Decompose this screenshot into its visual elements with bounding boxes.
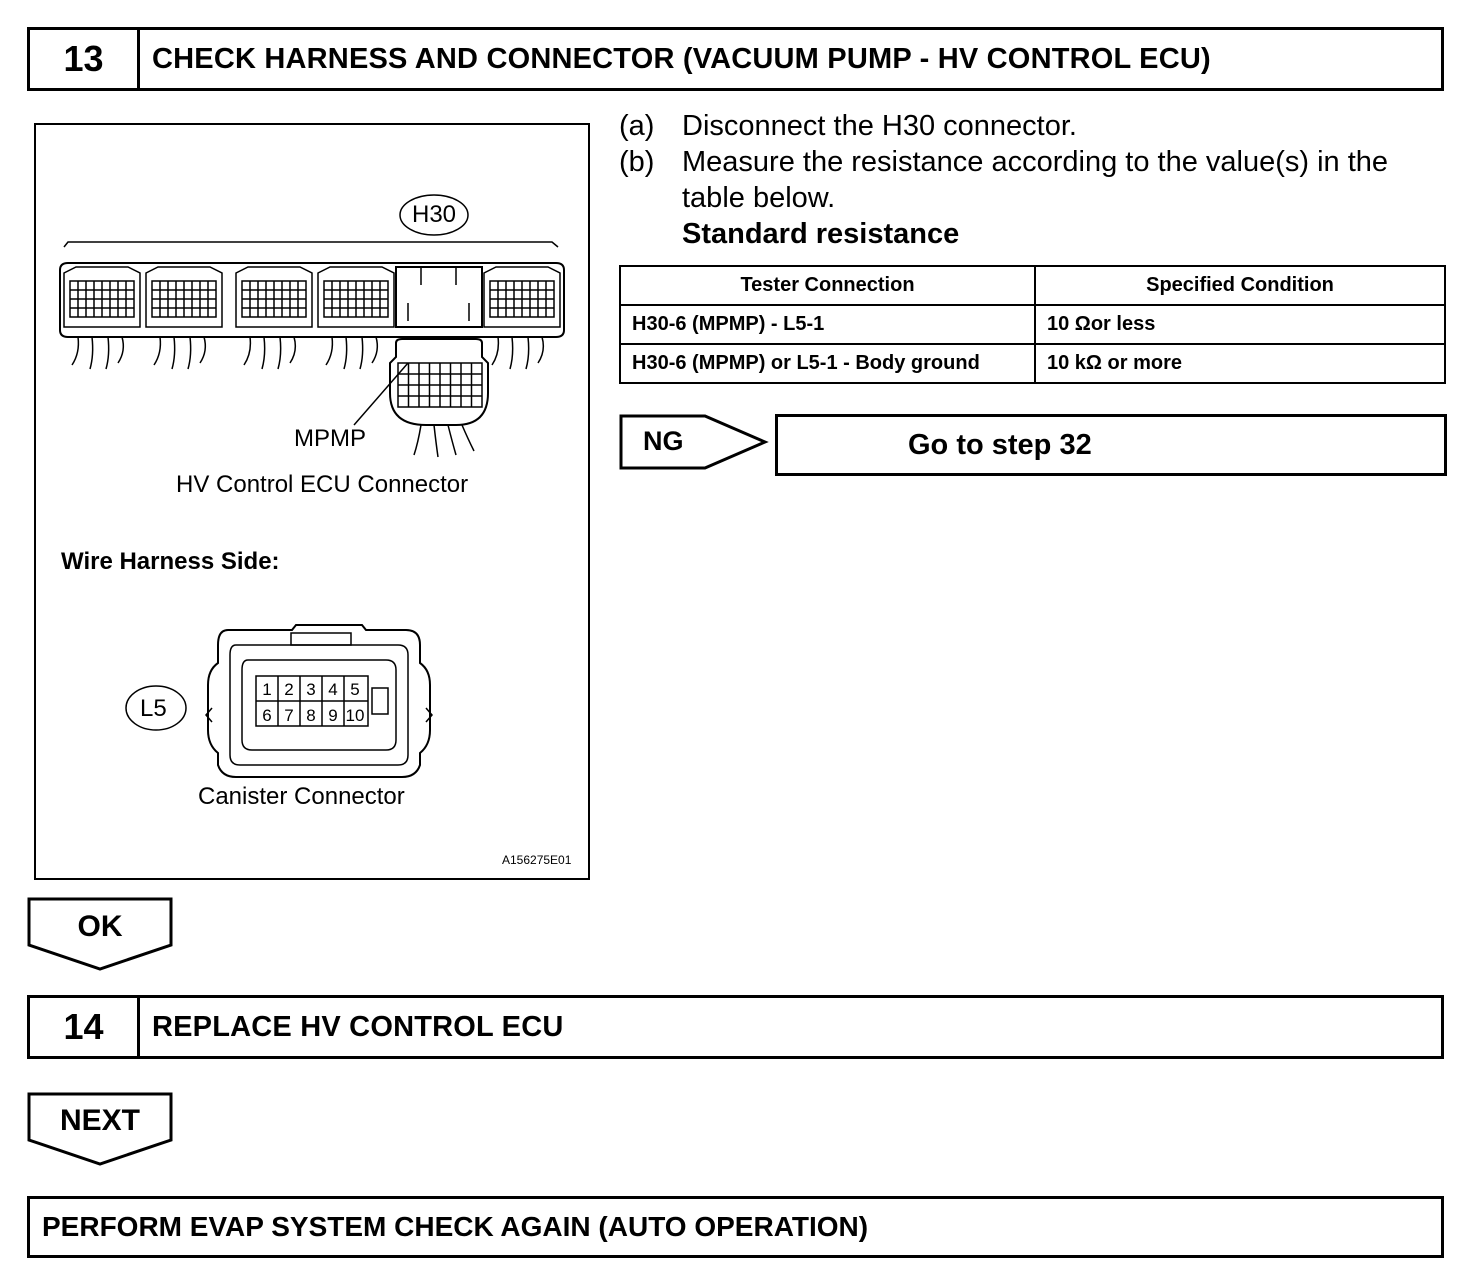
wire-harness-label: Wire Harness Side: bbox=[61, 548, 280, 575]
next-arrow-icon bbox=[27, 1092, 173, 1166]
table-header-row: Tester Connection Specified Condition bbox=[619, 265, 1446, 306]
svg-text:6: 6 bbox=[262, 706, 271, 725]
svg-text:9: 9 bbox=[328, 706, 337, 725]
svg-text:7: 7 bbox=[284, 706, 293, 725]
svg-text:8: 8 bbox=[306, 706, 315, 725]
svg-text:4: 4 bbox=[328, 680, 337, 699]
svg-text:5: 5 bbox=[350, 680, 359, 699]
ng-label: NG bbox=[643, 426, 684, 456]
table-header: Tester Connection bbox=[619, 265, 1036, 306]
l5-label: L5 bbox=[140, 695, 167, 722]
svg-text:10: 10 bbox=[346, 706, 365, 725]
step-13-header: 13 CHECK HARNESS AND CONNECTOR (VACUUM P… bbox=[27, 27, 1444, 91]
instruction-b-text: Measure the resistance according to the … bbox=[682, 146, 1389, 214]
final-step: PERFORM EVAP SYSTEM CHECK AGAIN (AUTO OP… bbox=[27, 1196, 1444, 1258]
table-cell: H30-6 (MPMP) or L5-1 - Body ground bbox=[619, 343, 1036, 384]
table-cell: 10 Ωor less bbox=[1034, 304, 1446, 345]
goto-step-32[interactable]: Go to step 32 bbox=[775, 414, 1447, 476]
svg-text:3: 3 bbox=[306, 680, 315, 699]
table-header: Specified Condition bbox=[1034, 265, 1446, 306]
table-row: H30-6 (MPMP) or L5-1 - Body ground 10 kΩ… bbox=[619, 343, 1446, 384]
instruction-a-label: (a) bbox=[619, 110, 655, 142]
resistance-table: Tester Connection Specified Condition H3… bbox=[619, 265, 1446, 384]
instruction-a-text: Disconnect the H30 connector. bbox=[682, 110, 1077, 142]
instruction-a: (a) Disconnect the H30 connector. bbox=[619, 108, 1449, 144]
ecu-connector-caption: HV Control ECU Connector bbox=[176, 471, 469, 498]
step-title: REPLACE HV CONTROL ECU bbox=[152, 1010, 564, 1043]
step-number: 13 bbox=[30, 30, 140, 88]
next-label: NEXT bbox=[59, 1104, 140, 1137]
svg-text:2: 2 bbox=[284, 680, 293, 699]
table-row: H30-6 (MPMP) - L5-1 10 Ωor less bbox=[619, 304, 1446, 345]
standard-resistance-label: Standard resistance bbox=[682, 218, 960, 250]
instructions: (a) Disconnect the H30 connector. (b) Me… bbox=[619, 108, 1449, 252]
ok-label: OK bbox=[77, 910, 123, 943]
table-cell: H30-6 (MPMP) - L5-1 bbox=[619, 304, 1036, 345]
ok-arrow-icon bbox=[27, 897, 173, 971]
instruction-b: (b) Measure the resistance according to … bbox=[619, 144, 1449, 216]
ng-arrow-icon bbox=[619, 414, 769, 470]
svg-text:1: 1 bbox=[262, 680, 271, 699]
step-14-header: 14 REPLACE HV CONTROL ECU bbox=[27, 995, 1444, 1059]
mpmp-label: MPMP bbox=[294, 425, 366, 452]
h30-label: H30 bbox=[412, 201, 457, 228]
step-number: 14 bbox=[30, 998, 140, 1056]
step-title: CHECK HARNESS AND CONNECTOR (VACUUM PUMP… bbox=[152, 42, 1211, 75]
figure-id: A156275E01 bbox=[502, 853, 572, 867]
table-cell: 10 kΩ or more bbox=[1034, 343, 1446, 384]
canister-connector-caption: Canister Connector bbox=[198, 783, 405, 810]
instruction-b-label: (b) bbox=[619, 146, 655, 178]
